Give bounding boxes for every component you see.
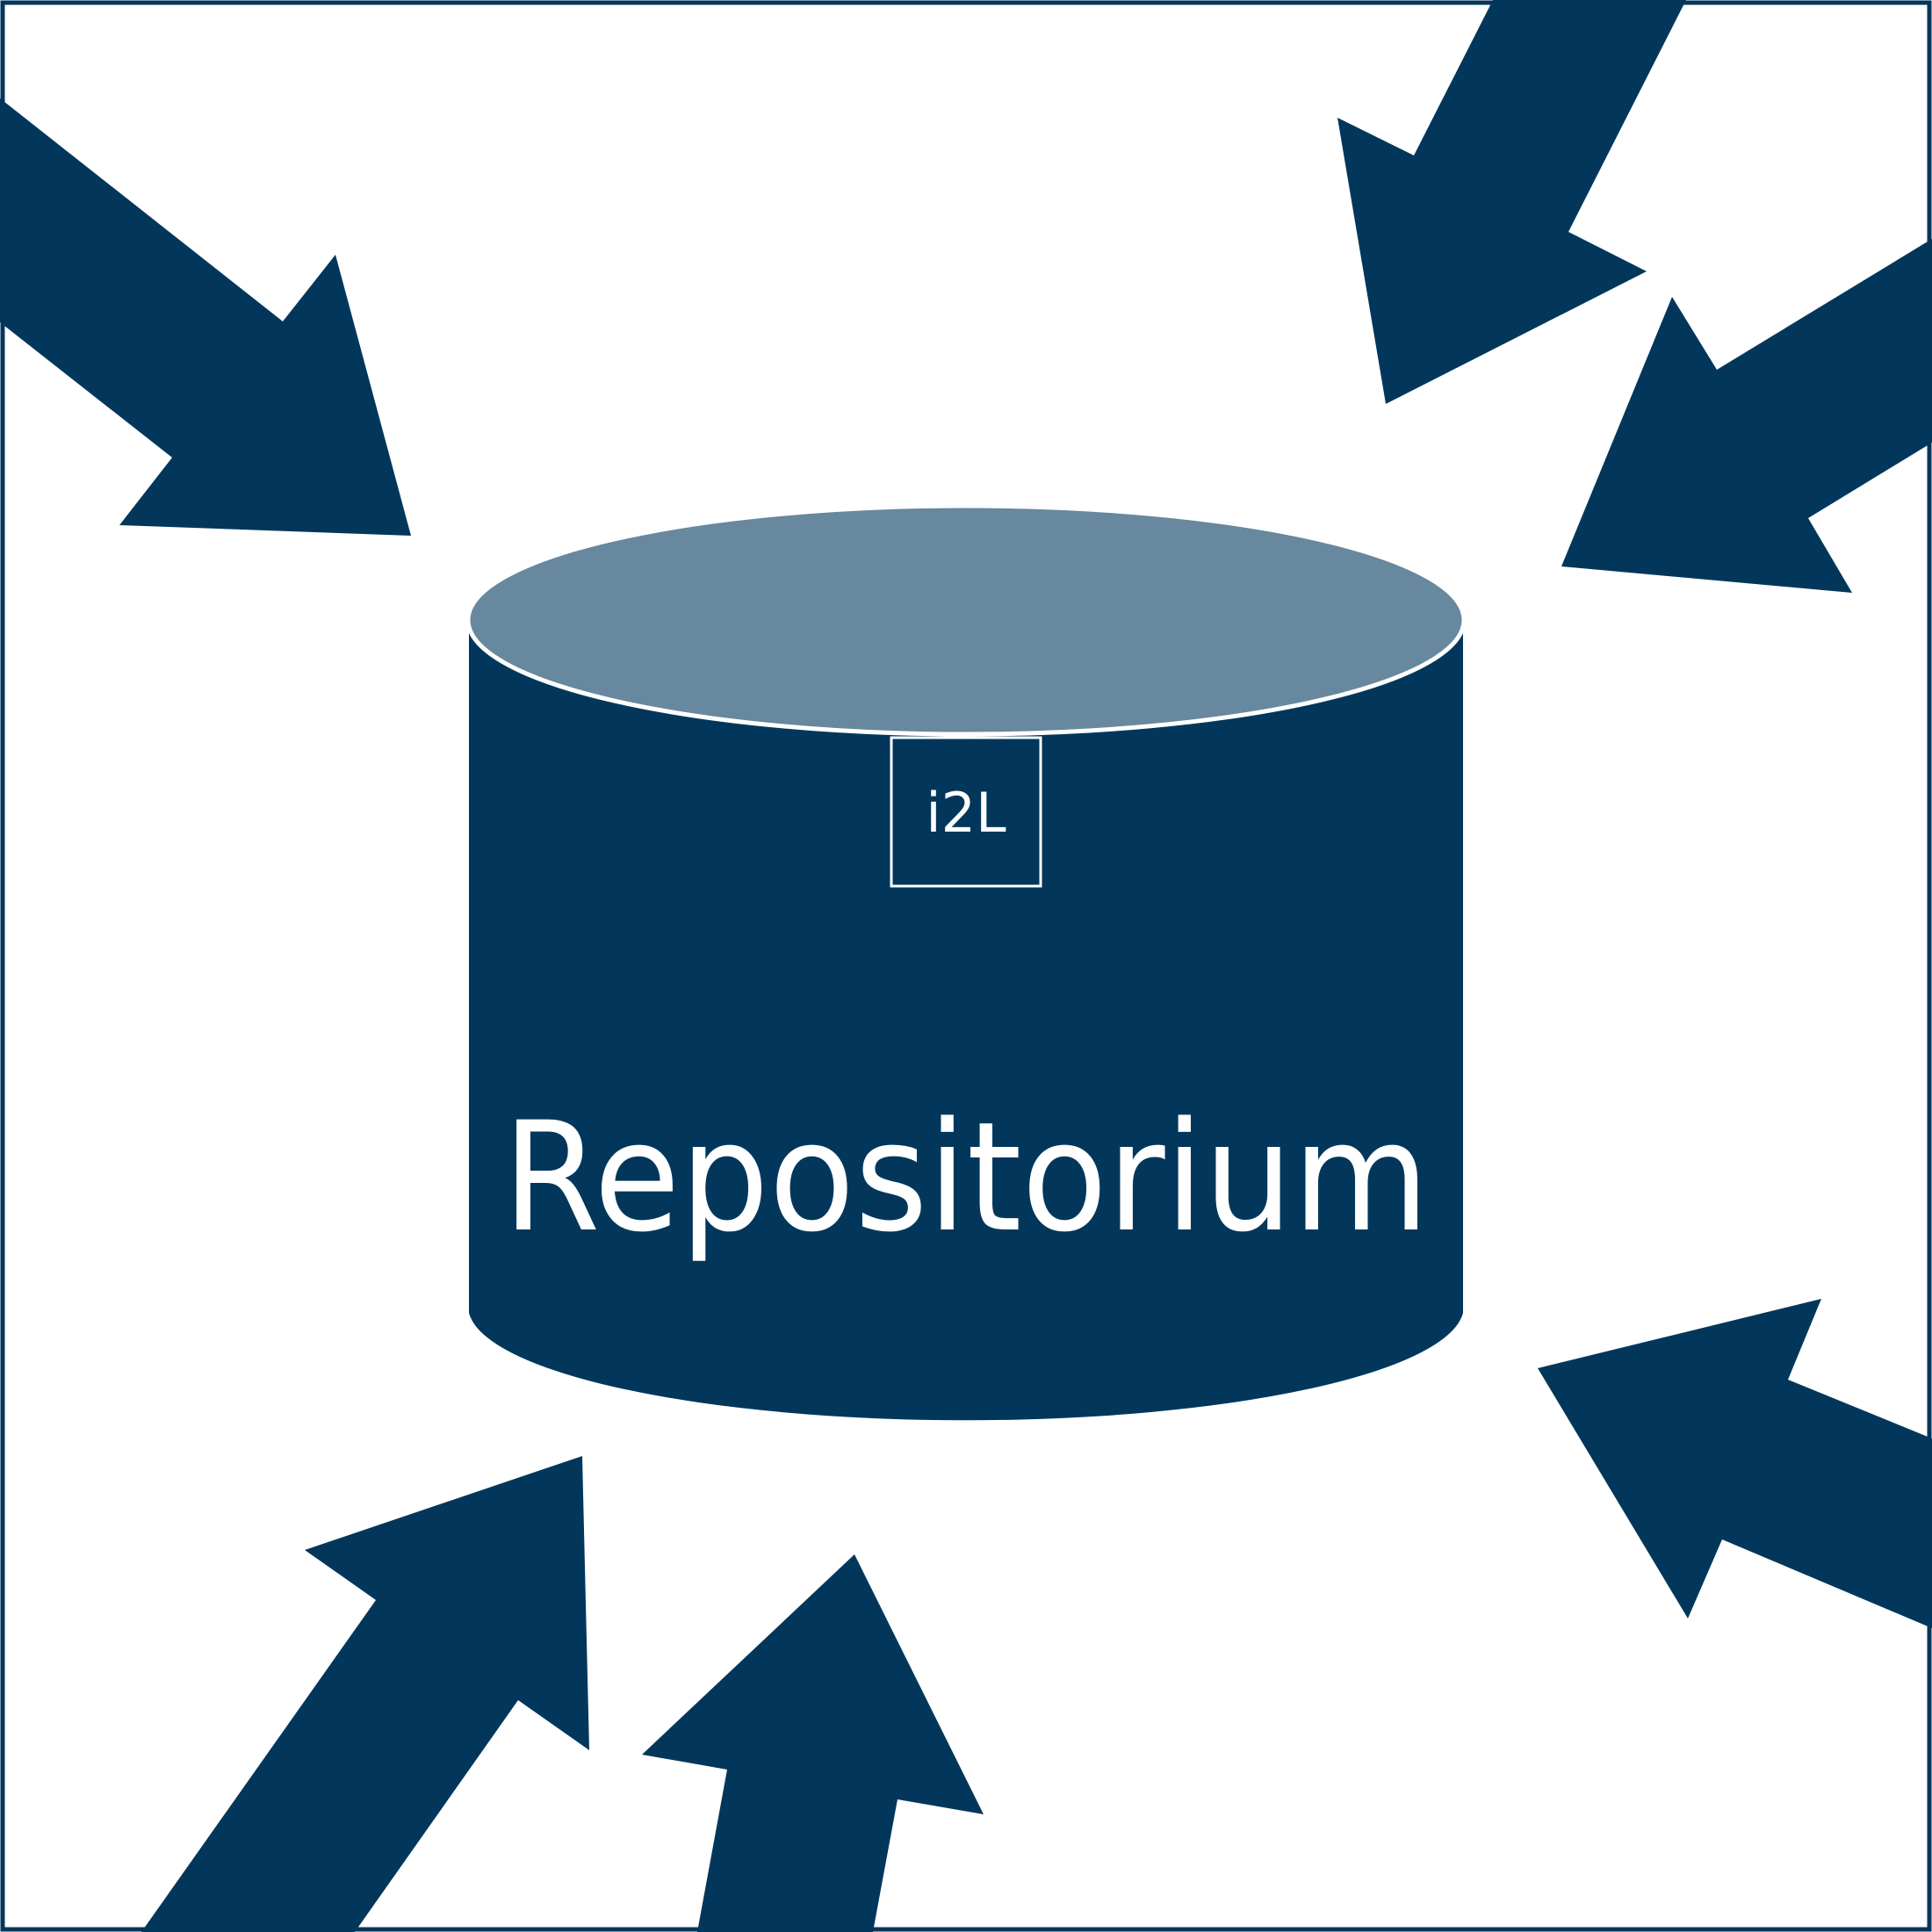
arrow-from-bottom-center (642, 1554, 984, 1932)
arrow-from-bottom-left (141, 1456, 589, 1932)
repository-label: Repositorium (503, 1089, 1430, 1265)
arrow-from-top-right-lower (1561, 239, 1932, 593)
badge-text: i2L (926, 781, 1006, 845)
badge-box (890, 736, 1042, 888)
cylinder-top (465, 503, 1467, 737)
repository-cylinder: i2L Repositorium (465, 503, 1467, 1421)
cylinder-body (469, 620, 1463, 1421)
arrow-from-top-left (0, 98, 411, 536)
arrow-from-top-right-upper (1337, 0, 1686, 404)
arrow-from-right (1538, 1299, 1932, 1628)
